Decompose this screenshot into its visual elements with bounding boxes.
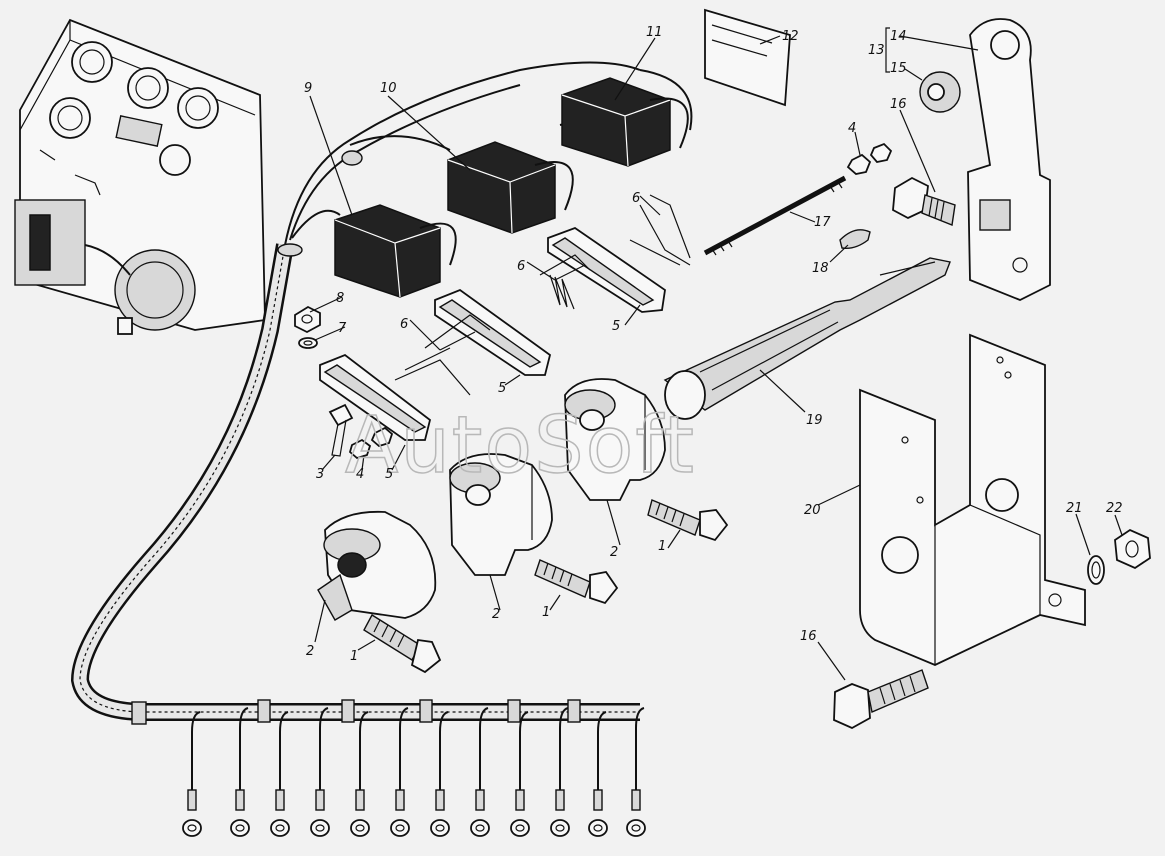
nut-4-lower	[348, 426, 394, 460]
part-label-6: 6	[517, 259, 525, 274]
part-label-5: 5	[385, 467, 393, 482]
key-18	[839, 229, 871, 250]
part-label-10: 10	[380, 81, 397, 96]
part-label-6: 6	[400, 317, 408, 332]
part-label-5: 5	[498, 381, 506, 396]
bolt-16-lower	[833, 669, 929, 730]
nut-4-upper	[846, 142, 893, 175]
part-label-2: 2	[610, 545, 618, 560]
clamp-2-right	[564, 378, 666, 501]
part-label-1: 1	[542, 605, 550, 620]
bracket-20	[859, 333, 1086, 666]
bolt-1-right	[647, 499, 729, 542]
part-label-7: 7	[338, 321, 347, 336]
wiring-harness-part	[70, 61, 693, 837]
bushing-15	[919, 71, 961, 113]
harness-terminal	[182, 711, 202, 837]
harness-terminal	[230, 707, 250, 837]
part-label-17: 17	[814, 215, 831, 230]
clamp-2-middle	[449, 453, 553, 576]
part-labels: 1 1 1 2 2 2 3 4 4 5 5 5 6 6 6 7 8 9 10 1…	[304, 25, 1123, 664]
bolt-1-left	[363, 614, 442, 674]
harness-terminal	[430, 711, 450, 837]
leader-lines	[309, 35, 1123, 681]
nut-8	[294, 305, 321, 334]
harness-terminal	[350, 711, 370, 837]
part-label-14: 14	[890, 29, 907, 44]
relay-box-9	[334, 204, 457, 298]
part-label-9: 9	[304, 81, 312, 96]
plate-12	[704, 8, 791, 107]
part-label-16: 16	[890, 97, 907, 112]
part-label-2: 2	[492, 607, 500, 622]
harness-terminal	[588, 711, 608, 837]
part-label-11: 11	[646, 25, 663, 40]
part-label-1: 1	[350, 649, 358, 664]
part-label-5: 5	[612, 319, 620, 334]
part-label-20: 20	[804, 503, 821, 518]
watermark-text: AutoSoft	[345, 401, 696, 491]
part-label-2: 2	[306, 644, 314, 659]
screw-3	[328, 403, 354, 457]
bolt-16-upper	[892, 176, 956, 226]
harness-terminal	[626, 707, 646, 837]
lever-14	[967, 18, 1051, 301]
contact-brush-set	[319, 194, 691, 441]
harness-terminal	[310, 707, 330, 837]
nut-22	[1114, 528, 1151, 570]
part-label-18: 18	[812, 261, 829, 276]
part-label-6: 6	[632, 191, 640, 206]
harness-terminal	[510, 711, 530, 837]
part-label-1: 1	[658, 539, 666, 554]
harness-terminal	[270, 711, 290, 837]
part-label-12: 12	[782, 29, 799, 44]
harness-terminal	[470, 707, 490, 837]
label-bracket-13	[885, 27, 890, 73]
rod-17	[703, 175, 847, 256]
part-label-3: 3	[316, 467, 324, 482]
part-label-16: 16	[800, 629, 817, 644]
harness-terminal	[550, 707, 570, 837]
instrument-panel-part	[14, 18, 266, 335]
washer-21	[1087, 555, 1105, 585]
part-label-13: 13	[868, 43, 885, 58]
harness-terminal	[390, 707, 410, 837]
relay-box-10	[447, 141, 574, 234]
bolt-1-middle	[534, 559, 619, 605]
washer-7	[298, 337, 318, 349]
clamp-2-left	[317, 510, 437, 621]
part-label-21: 21	[1066, 501, 1083, 516]
part-label-19: 19	[806, 413, 823, 428]
relay-box-11	[561, 77, 689, 167]
part-label-15: 15	[890, 61, 907, 76]
part-label-4: 4	[356, 467, 364, 482]
part-label-4: 4	[848, 121, 856, 136]
shaft-19	[663, 257, 951, 420]
part-label-22: 22	[1106, 501, 1123, 516]
part-label-8: 8	[336, 291, 344, 306]
